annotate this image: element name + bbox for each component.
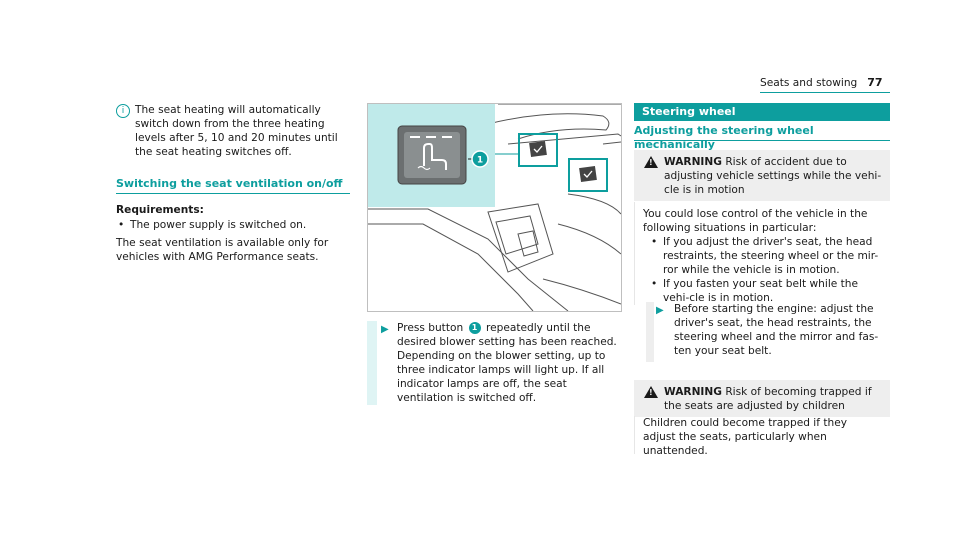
requirements-label: Requirements: (116, 204, 204, 216)
step-arrow-icon: ▶ (381, 324, 389, 335)
seat-ventilation-figure: 1 (367, 103, 622, 312)
warning-header: ! WARNING Risk of accident due to adjust… (634, 150, 890, 202)
substep-bar (646, 302, 654, 362)
header-section: Seats and stowing (760, 77, 858, 89)
warning-triangle-icon: ! (644, 156, 658, 168)
step-bar (367, 321, 377, 405)
step-callout-badge: 1 (468, 322, 481, 334)
ventilation-body: The seat ventilation is available only f… (116, 237, 329, 263)
warning-box-children: ! WARNING Risk of becoming trapped if th… (634, 380, 890, 418)
warning-step: ▶ Before starting the engine: adjust the… (646, 302, 884, 358)
warning-item: If you adjust the driver's seat, the hea… (649, 235, 882, 277)
figure-callout: 1 (477, 156, 483, 166)
warning-headline: Risk of accident due to adjusting vehicl… (664, 156, 882, 196)
seat-icon (423, 143, 447, 170)
warning-label: WARNING (664, 386, 722, 398)
subsection-title: Adjusting the steering wheel mechanicall… (634, 124, 814, 151)
warning-step-text: Before starting the engine: adjust the d… (674, 303, 879, 357)
warning-body: Children could become trapped if they ad… (634, 416, 890, 457)
step-arrow-icon: ▶ (656, 305, 664, 316)
section-title-ventilation: Switching the seat ventilation on/off (116, 177, 343, 190)
info-note-text: The seat heating will automatically swit… (135, 104, 338, 158)
info-icon: i (116, 104, 130, 118)
warning-item: If you fasten your seat belt while the v… (649, 277, 882, 305)
requirement-item: The power supply is switched on. (116, 218, 370, 232)
airflow-icon (417, 165, 431, 171)
door-panel-illustration: 1 (368, 104, 621, 311)
warning-box-accident: ! WARNING Risk of accident due to adjust… (634, 150, 890, 305)
subsection-rule (634, 140, 890, 141)
running-header: Seats and stowing 77 (760, 76, 883, 90)
section-rule (116, 193, 350, 194)
warning-headline: Risk of becoming trapped if the seats ar… (664, 386, 872, 412)
step-press-button: ▶ Press button 1 repeatedly until the de… (381, 321, 621, 405)
warning-label: WARNING (664, 156, 722, 168)
warning-body: You could lose control of the vehicle in… (634, 202, 890, 305)
step-text-pre: Press button (397, 322, 464, 334)
warning-triangle-icon: ! (644, 386, 658, 398)
section-bar-steering-wheel: Steering wheel (634, 103, 890, 121)
page-number: 77 (867, 76, 883, 89)
info-note: i The seat heating will automatically sw… (116, 103, 356, 159)
warning-intro: You could lose control of the vehicle in… (643, 208, 868, 234)
header-rule (760, 92, 890, 93)
warning-header: ! WARNING Risk of becoming trapped if th… (634, 380, 890, 418)
step-text-post: repeatedly until the desired blower sett… (397, 322, 617, 404)
